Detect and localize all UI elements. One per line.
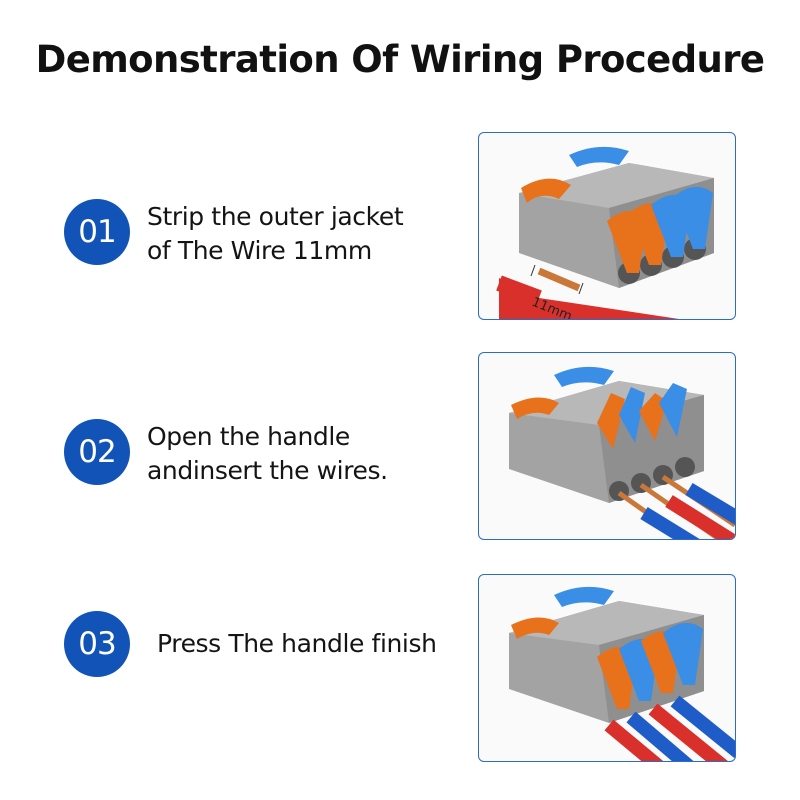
step-number-badge: 02 (64, 419, 130, 485)
connector-closed-handle-icon (509, 586, 735, 761)
step-description: Press The handle finish (157, 627, 437, 661)
step-description-line: of The Wire 11mm (147, 236, 372, 265)
step-3: 03 Press The handle finish (0, 572, 800, 762)
connector-illustration-closed-handle (478, 574, 736, 762)
connector-stripped-wire-icon: 11mm (496, 146, 714, 319)
connector-illustration-open-handle (478, 352, 736, 540)
step-description-line: Strip the outer jacket (147, 202, 404, 231)
page-title: Demonstration Of Wiring Procedure (35, 38, 765, 81)
step-description-line: Open the handle (147, 422, 350, 451)
step-description-line: Press The handle finish (157, 629, 437, 658)
connector-open-handle-icon (509, 366, 735, 539)
step-number-badge: 01 (64, 199, 130, 265)
step-2: 02 Open the handle andinsert the wires. (0, 350, 800, 540)
step-description: Open the handle andinsert the wires. (147, 420, 388, 488)
step-number-badge: 03 (64, 611, 130, 677)
step-description-line: andinsert the wires. (147, 456, 388, 485)
step-description: Strip the outer jacket of The Wire 11mm (147, 200, 404, 268)
connector-illustration-stripped-wire: 11mm (478, 132, 736, 320)
step-1: 01 Strip the outer jacket of The Wire 11… (0, 130, 800, 320)
